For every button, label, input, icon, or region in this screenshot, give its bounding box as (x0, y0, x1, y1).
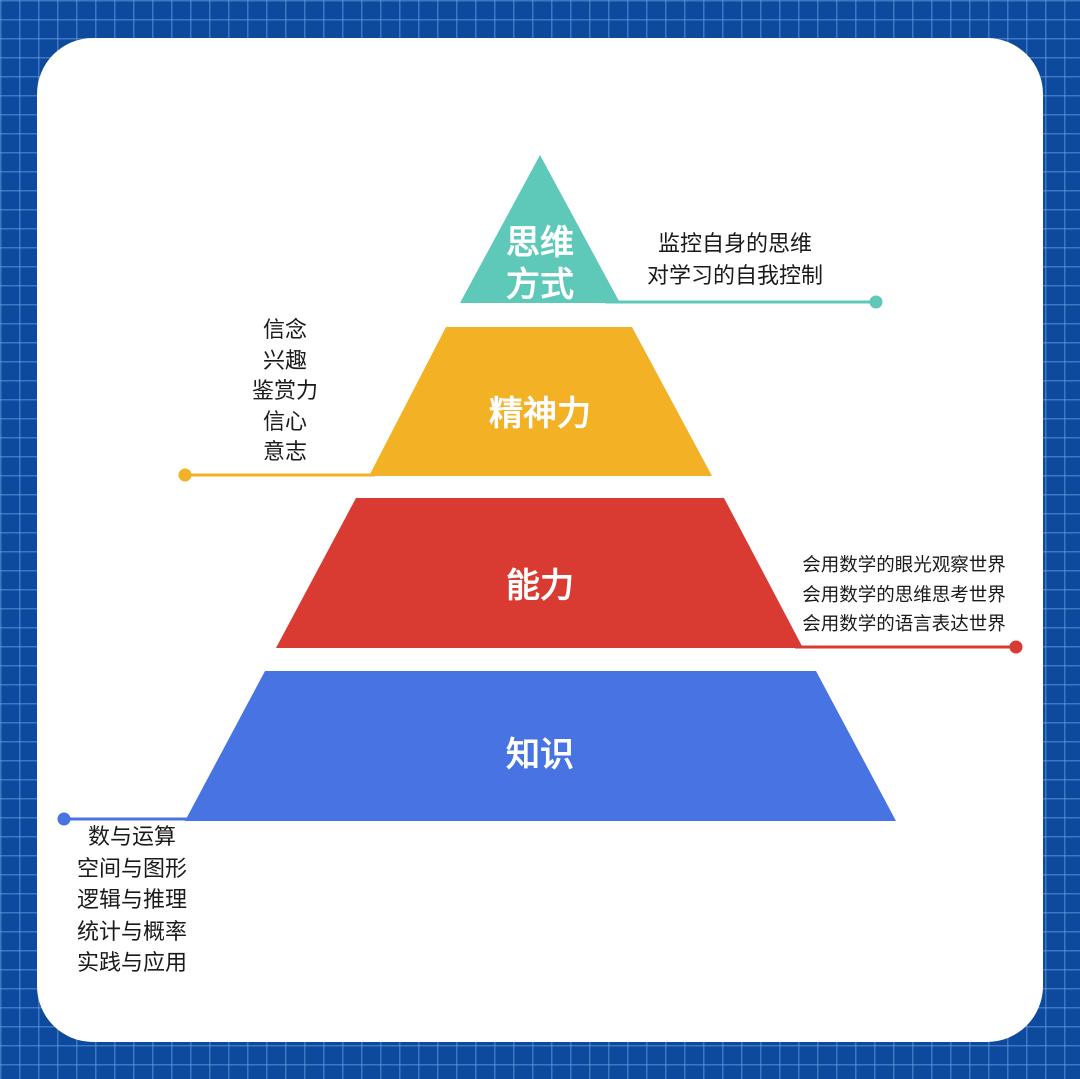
thinking-tier (460, 155, 620, 303)
spirit-connector-dot (178, 468, 192, 482)
ability-connector-dot (1009, 640, 1023, 654)
knowledge-connector-dot (57, 812, 71, 826)
thinking-note-2: 对学习的自我控制 (646, 264, 823, 289)
spirit-note-3: 鉴赏力 (251, 379, 318, 404)
spirit-label: 精神力 (489, 394, 591, 434)
knowledge-note-3: 逻辑与推理 (76, 888, 187, 913)
knowledge-notes: 数与运算 空间与图形 逻辑与推理 统计与概率 实践与应用 (62, 822, 202, 980)
spirit-note-4: 信心 (262, 409, 307, 435)
ability-label: 能力 (506, 566, 574, 606)
ability-notes: 会用数学的眼光观察世界 会用数学的思维思考世界 会用数学的语言表达世界 (790, 551, 1018, 640)
thinking-note-1: 监控自身的思维 (657, 232, 812, 257)
knowledge-note-4: 统计与概率 (76, 919, 187, 945)
thinking-connector-dot (869, 295, 883, 309)
spirit-tier (369, 327, 712, 476)
ability-note-2: 会用数学的思维思考世界 (802, 584, 1006, 606)
ability-note-1: 会用数学的眼光观察世界 (802, 555, 1006, 576)
spirit-note-2: 兴趣 (262, 348, 307, 374)
thinking-label-line1: 思维 (506, 223, 574, 263)
thinking-label-line2: 方式 (506, 265, 574, 305)
spirit-note-5: 意志 (262, 440, 307, 465)
knowledge-note-1: 数与运算 (87, 825, 176, 850)
spirit-notes: 信念 兴趣 鉴赏力 信心 意志 (230, 316, 340, 469)
thinking-notes: 监控自身的思维 对学习的自我控制 (620, 229, 850, 293)
knowledge-label: 知识 (506, 735, 574, 775)
ability-note-3: 会用数学的语言表达世界 (802, 614, 1006, 635)
knowledge-note-2: 空间与图形 (76, 856, 187, 882)
ability-tier (276, 498, 803, 648)
knowledge-tier (185, 671, 896, 821)
spirit-note-1: 信念 (262, 318, 307, 343)
knowledge-note-5: 实践与应用 (76, 951, 187, 976)
